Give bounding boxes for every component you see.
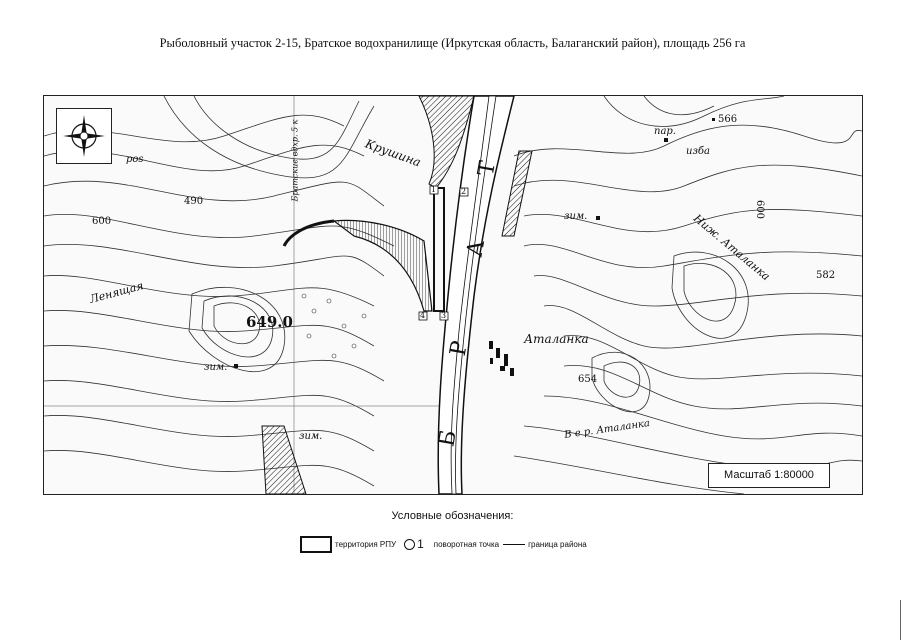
legend-territory: территория РПУ [335,539,397,549]
elevation-649: 649.0 [246,313,293,331]
legend-heading: Условные обозначения: [391,510,514,522]
label-roga: роs [126,154,144,165]
legend-boundary: граница района [528,539,587,549]
elevation-600b: 600 [754,199,766,220]
elevation-654: 654 [578,374,598,385]
label-izba: изба [686,146,710,157]
label-lenyashchaya: Ленящая [88,279,145,306]
grid-lines [44,96,464,494]
page-edge-mark [900,600,905,640]
label-krushina: Крушина [363,136,423,170]
boundary-line-icon [503,543,526,545]
river-letter-a: А [462,238,491,259]
elevation-600: 600 [92,216,112,227]
label-zim-2: зим. [564,211,588,222]
rpu-territory [332,219,433,312]
turn-point-icon [404,538,416,550]
compass-rose-icon [56,108,112,164]
territory-swatch [300,535,332,553]
turn-point-4: 4 [420,311,426,320]
district-boundary [433,187,445,312]
map-text-layer: Крушина Аталанка Ниж. Аталанка В е р. Ат… [44,96,862,494]
elevation-490: 490 [184,196,204,207]
legend-turn-num: 1 [417,537,424,551]
label-atalanka: Аталанка [524,332,589,346]
contour-lines [44,96,862,494]
legend: территория РПУ 1 поворотная точка границ… [300,533,587,555]
river-letter-r: Р [445,339,474,358]
label-par: пар. [654,126,676,137]
legend-turn-point: поворотная точка [433,539,500,549]
scale-label: Масштаб 1:80000 [708,463,830,488]
label-bratsk: Братские вдхр. 5 к [290,119,300,202]
label-nizh-atalanka: Ниж. Аталанка [690,211,773,284]
label-zim-3: зим. [299,431,323,442]
topographic-map[interactable]: Крушина Аталанка Ниж. Аталанка В е р. Ат… [43,95,863,495]
settlement-marks [234,118,715,376]
label-zim-1: зим. [204,362,228,373]
elevation-582: 582 [816,270,836,281]
elevation-566: 566 [718,114,738,125]
turn-point-3: 3 [441,311,447,320]
turn-point-1: 1 [431,185,437,194]
river-letter-b: Б [434,428,462,449]
turn-point-marks [418,185,469,321]
turn-point-2: 2 [461,187,467,196]
label-verkh-atalanka: В е р. Аталанка [563,418,651,441]
river-letter-t: Т [473,159,501,178]
map-drawing [44,96,862,494]
page-title: Рыболовный участок 2-15, Братское водохр… [159,36,746,50]
